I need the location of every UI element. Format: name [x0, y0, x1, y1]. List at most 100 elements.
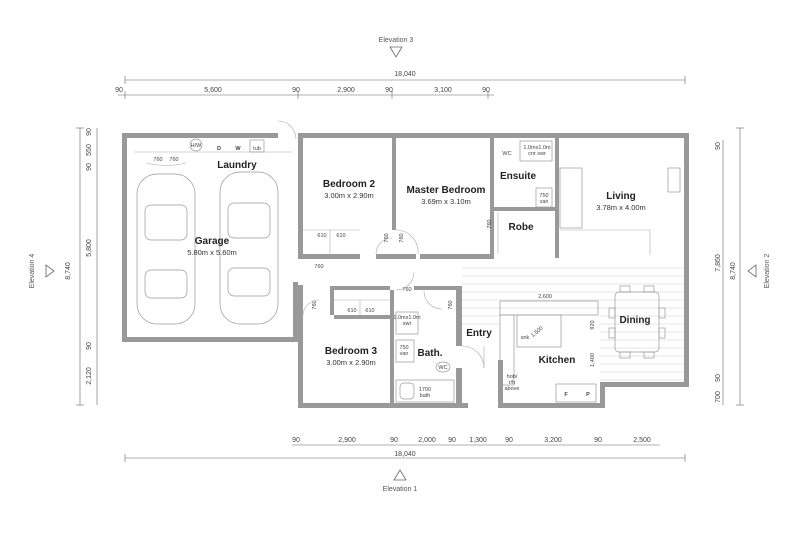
dimension-segment: 90: [86, 342, 93, 350]
door-swing-icon: [395, 271, 415, 291]
dimension-segment: 90: [115, 87, 123, 94]
dimension-segment: 2,000: [418, 437, 436, 444]
dimension-segment: 2,900: [338, 437, 356, 444]
room-name-kitchen: Kitchen: [539, 355, 576, 366]
room-size-master: 3.69m x 3.10m: [421, 197, 471, 206]
door-width-label: 760: [169, 157, 178, 163]
bathtub-size: 1700: [419, 387, 431, 393]
room-size-bedroom2: 3.00m x 2.90m: [324, 191, 374, 200]
tv-unit-icon: [667, 167, 681, 193]
dimension-segment: 700: [715, 391, 722, 403]
elevation-arrow-icon: [389, 46, 403, 58]
toilet-icon: [435, 361, 451, 373]
car-left-icon: [136, 173, 196, 325]
door-width-label: 760: [384, 233, 390, 242]
room-size-garage: 5.80m x 5.60m: [187, 248, 237, 257]
door-swing-icon: [146, 162, 187, 166]
bathtub-icon: [395, 379, 455, 403]
dimension-segment: 90: [390, 437, 398, 444]
elevation-arrow-icon: [45, 264, 55, 278]
vanity-icon: [535, 187, 553, 208]
hob-label: r/h: [509, 380, 515, 386]
car-right-icon: [219, 171, 279, 325]
door-width-label: 760: [312, 300, 318, 309]
dimension-segment: 90: [292, 437, 300, 444]
bath-shower-size: 1.0mx1.0m: [393, 315, 421, 321]
dimension-right: 8,740 90 7,860 90 700: [715, 127, 744, 406]
dimension-segment: 2,120: [86, 367, 93, 385]
shower-icon: [395, 311, 419, 335]
bench-length-label: 2,600: [538, 294, 552, 300]
dimension-total: 18,040: [394, 451, 416, 458]
room-size-living: 3.78m x 4.00m: [596, 203, 646, 212]
dimension-segment: 90: [385, 87, 393, 94]
dimension-segment: 7,860: [715, 254, 722, 272]
room-name-garage: Garage: [195, 236, 230, 247]
elevation-marker-left: Elevation 4: [29, 254, 55, 289]
door-swing-icon: [395, 229, 419, 255]
bath-shower-type: swr: [403, 321, 412, 327]
vanity-icon: [395, 339, 415, 363]
tub-icon: [249, 139, 265, 153]
dimension-segment: 90: [715, 374, 722, 382]
bath-wc-label: WC: [438, 365, 447, 371]
bathtub-label: bath: [420, 393, 431, 399]
dimension-total: 8,740: [730, 262, 737, 280]
dimension-segment: 90: [86, 128, 93, 136]
room-name-bedroom2: Bedroom 2: [323, 179, 376, 190]
bath-vanity-label: van: [400, 351, 409, 357]
room-name-dining: Dining: [619, 315, 650, 326]
hob-label: above: [505, 386, 520, 392]
laundry-fixtures: H/W D W tub 760 760: [134, 120, 297, 166]
elevation-arrow-icon: [393, 469, 407, 481]
bench-side-icon: [499, 314, 515, 386]
dimension-segment: 5,800: [86, 239, 93, 257]
dimension-segment: 3,200: [544, 437, 562, 444]
room-name-entry: Entry: [466, 328, 492, 339]
island-icon: [516, 314, 562, 348]
bath-vanity-size: 750: [399, 345, 408, 351]
room-size-bedroom3: 3.00m x 2.90m: [326, 358, 376, 367]
fridge-label: F: [564, 392, 568, 398]
sofa-icon: [559, 167, 583, 229]
wardrobe-width-label: 610: [317, 233, 326, 239]
ensuite-shower-size: 1.0mx1.0m: [523, 145, 551, 151]
sink-label: snk: [521, 335, 530, 341]
shower-icon: [519, 140, 553, 162]
room-name-ensuite: Ensuite: [500, 171, 537, 182]
hot-water-icon: [189, 138, 203, 152]
tub-label: tub: [253, 146, 261, 152]
elevation-label-top: Elevation 3: [379, 37, 414, 44]
room-name-bedroom3: Bedroom 3: [325, 346, 378, 357]
dimension-segment: 2,500: [633, 437, 651, 444]
door-width-label: 760: [402, 287, 411, 293]
dining-table-icon: [608, 285, 666, 359]
fridge-pantry-icon: [555, 383, 597, 403]
elevation-label-left: Elevation 4: [29, 254, 36, 289]
entry-door-icon: [461, 345, 485, 369]
room-name-bath: Bath.: [418, 348, 443, 359]
room-name-living: Living: [606, 191, 635, 202]
pantry-label: P: [586, 392, 590, 398]
hw-label: H/W: [191, 143, 203, 149]
ensuite-wc-label: WC: [502, 151, 511, 157]
door-width-label: 760: [399, 233, 405, 242]
dimension-left: 8,740 90 550 90 5,800 90 2,120: [65, 127, 98, 406]
dimension-total: 18,040: [394, 71, 416, 78]
ensuite-fixtures: 1.0mx1.0m cnr swr WC 750 van 760: [487, 140, 553, 254]
dimension-segment: 90: [448, 437, 456, 444]
dimension-segment: 90: [505, 437, 513, 444]
dimension-segment: 90: [482, 87, 490, 94]
bathroom-fixtures: 1.0mx1.0m swr 750 van WC 1700 bath: [393, 311, 455, 403]
elevation-marker-bottom: Elevation 1: [383, 469, 417, 493]
door-swing-icon: [302, 299, 320, 316]
dryer-label: D: [217, 146, 221, 152]
hob-label: hob/: [507, 374, 518, 380]
dimension-top: 18,040 90 5,600 90 2,900 90 3,100 90: [115, 71, 686, 99]
elevation-marker-top: Elevation 3: [379, 37, 414, 58]
dimension-segment: 3,100: [434, 87, 452, 94]
elevation-label-right: Elevation 2: [764, 254, 771, 289]
door-width-label: 760: [314, 264, 323, 270]
dimension-segment: 90: [594, 437, 602, 444]
room-name-robe: Robe: [509, 222, 534, 233]
